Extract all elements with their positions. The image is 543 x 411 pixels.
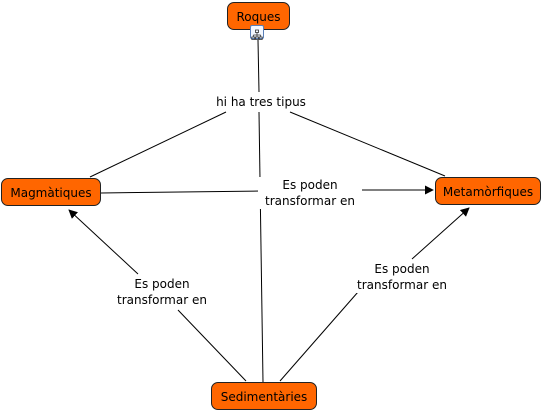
concept-roques-label: Roques <box>236 10 281 24</box>
concept-map-icon-glyph <box>251 29 263 40</box>
connector-tipus-magmatiques <box>89 111 227 178</box>
concept-magmatiques[interactable]: Magmàtiques <box>1 178 101 206</box>
connector-magmatiques-label <box>100 190 261 194</box>
linking-phrase-mag-met-line2: transformar en <box>265 194 355 208</box>
connector-tipus-metamorfiques <box>289 111 446 177</box>
linking-phrase-magmatiques-metamorfiques[interactable]: Es poden transformar en <box>258 177 362 209</box>
linking-phrase-tipus[interactable]: hi ha tres tipus <box>211 94 311 110</box>
linking-phrase-sed-met-line1: Es poden <box>374 262 430 276</box>
concept-metamorfiques[interactable]: Metamòrfiques <box>435 177 541 205</box>
linking-phrase-tipus-text: hi ha tres tipus <box>216 95 306 109</box>
connector-sedimentaries-label-right <box>279 291 359 382</box>
concept-metamorfiques-label: Metamòrfiques <box>442 185 534 199</box>
arrow-to-metamorfiques-from-sed <box>411 207 470 260</box>
concept-sedimentaries[interactable]: Sedimentàries <box>211 382 317 410</box>
connector-sedimentaries-label-left <box>177 309 247 382</box>
arrow-to-magmatiques <box>68 209 139 275</box>
concept-sedimentaries-label: Sedimentàries <box>220 390 308 404</box>
linking-phrase-sedimentaries-magmatiques[interactable]: Es poden transformar en <box>110 276 214 308</box>
connector-roques-tipus <box>257 39 260 93</box>
concept-map-icon[interactable] <box>250 25 264 40</box>
linking-phrase-sed-mag-line1: Es poden <box>134 277 190 291</box>
linking-phrase-sed-met-line2: transformar en <box>357 278 447 292</box>
linking-phrase-sed-mag-line2: transformar en <box>117 293 207 307</box>
linking-phrase-mag-met-line1: Es poden <box>282 178 338 192</box>
linking-phrase-sedimentaries-metamorfiques[interactable]: Es poden transformar en <box>350 261 454 293</box>
connector-tipus-sedimentaries <box>258 111 264 383</box>
concept-magmatiques-label: Magmàtiques <box>10 186 92 200</box>
